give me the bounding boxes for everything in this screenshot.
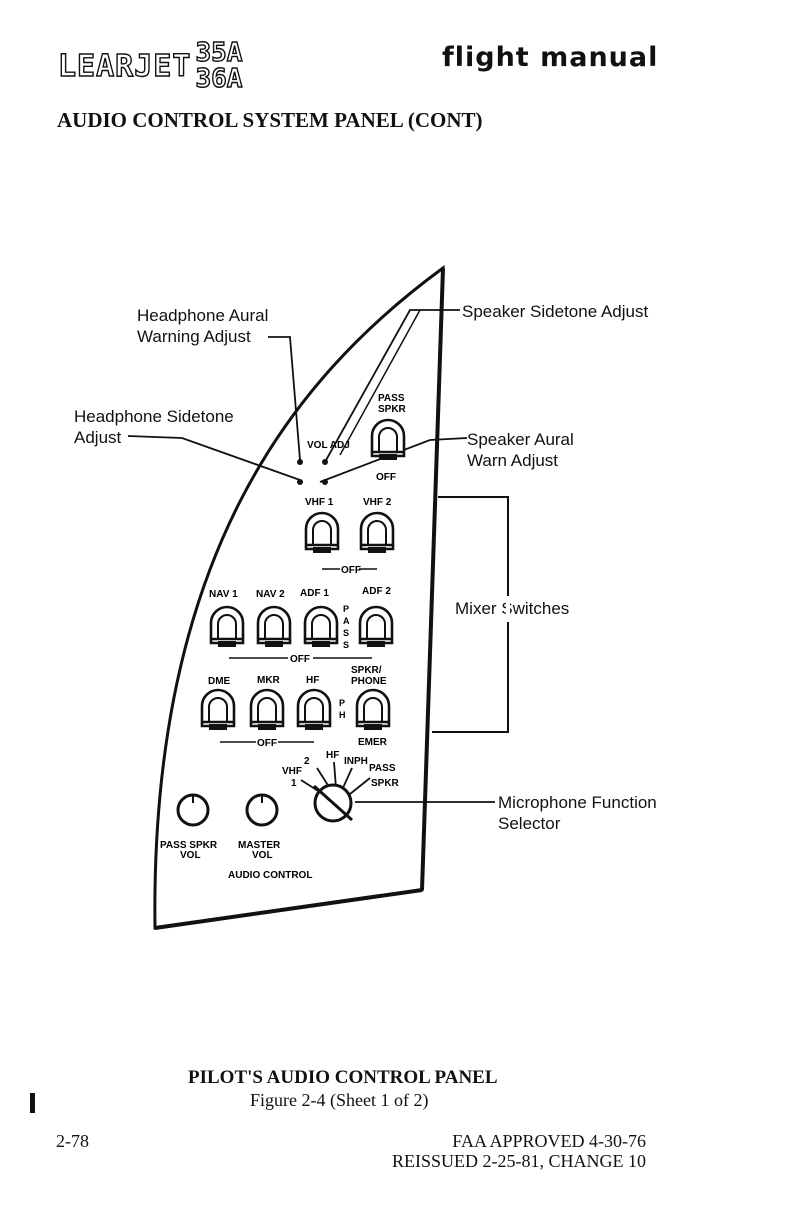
pass-vertical-a: A xyxy=(343,616,350,626)
callout-line: Speaker Aural xyxy=(467,430,574,449)
pass-spkr-toggle-switch[interactable] xyxy=(370,418,406,462)
hf-label: HF xyxy=(306,675,319,686)
selector-pass-label: PASS xyxy=(369,763,396,774)
approval-notice: FAA APPROVED 4-30-76 REISSUED 2-25-81, C… xyxy=(392,1131,646,1171)
adf-1-toggle[interactable] xyxy=(303,605,339,649)
selector-spkr-label: SPKR xyxy=(371,778,400,789)
selector-2-label: 2 xyxy=(304,756,310,767)
master-vol-label-line2: VOL xyxy=(252,850,273,861)
approval-line: REISSUED 2-25-81, CHANGE 10 xyxy=(392,1151,646,1171)
spkr-phone-line1: SPKR/ xyxy=(351,665,382,676)
callout-line: Selector xyxy=(498,814,561,833)
logo-models: 35A 36A xyxy=(195,38,243,94)
hf-toggle[interactable] xyxy=(296,688,332,732)
pass-spkr-top-line1: PASS xyxy=(378,393,405,404)
adf-2-toggle[interactable] xyxy=(358,605,394,649)
off-row2-label: OFF xyxy=(290,654,310,665)
spkr-phone-toggle[interactable] xyxy=(355,688,391,732)
off-label: OFF xyxy=(376,472,396,483)
adf-2-label: ADF 2 xyxy=(362,586,391,597)
leader-speaker-sidetone xyxy=(324,309,460,463)
audio-control-label: AUDIO CONTROL xyxy=(228,870,312,881)
figure-number: Figure 2-4 (Sheet 1 of 2) xyxy=(250,1090,429,1110)
pass-spkr-knob-label-line1: PASS SPKR xyxy=(160,840,218,851)
selector-vhf-label: VHF xyxy=(282,766,302,777)
mkr-label: MKR xyxy=(257,675,281,686)
callout-line: Headphone Aural xyxy=(137,306,269,325)
vhf-2-label: VHF 2 xyxy=(363,497,392,508)
pass-vertical-s1: S xyxy=(343,628,349,638)
learjet-logo: LEARJET 35A 36A xyxy=(57,38,243,94)
selector-inph-label: INPH xyxy=(344,756,368,767)
selector-1-label: 1 xyxy=(291,778,297,789)
change-bar xyxy=(30,1093,35,1113)
logo-word: LEARJET xyxy=(57,48,192,84)
callout-line: Warning Adjust xyxy=(137,327,251,346)
logo-model-36a: 36A xyxy=(195,64,243,94)
selector-hf-label: HF xyxy=(326,750,339,761)
speaker-sidetone-callout: Speaker Sidetone Adjust xyxy=(462,302,649,321)
off-dash-label: OFF xyxy=(341,565,361,576)
headphone-sidetone-callout: Headphone Sidetone Adjust xyxy=(74,406,234,448)
figure-title: PILOT'S AUDIO CONTROL PANEL xyxy=(188,1067,498,1088)
pass-spkr-top-line2: SPKR xyxy=(378,404,407,415)
headphone-aural-callout: Headphone Aural Warning Adjust xyxy=(137,305,268,347)
mkr-toggle[interactable] xyxy=(249,688,285,732)
leader-headphone-sidetone xyxy=(127,435,301,481)
nav-1-label: NAV 1 xyxy=(209,589,238,600)
leader-speaker-sidetone-2 xyxy=(339,309,421,456)
nav-2-label: NAV 2 xyxy=(256,589,285,600)
callout-line: Adjust xyxy=(74,428,122,447)
logo-model-35a: 35A xyxy=(195,38,243,68)
adf-1-label: ADF 1 xyxy=(300,588,329,599)
leader-speaker-aural xyxy=(319,437,468,483)
page-number: 2-78 xyxy=(56,1131,89,1151)
approval-line: FAA APPROVED 4-30-76 xyxy=(452,1131,646,1151)
emer-label: EMER xyxy=(358,737,388,748)
microphone-selector-callout: Microphone Function Selector xyxy=(498,792,657,834)
callout-line: Warn Adjust xyxy=(467,451,559,470)
callout-line: Microphone Function xyxy=(498,793,657,812)
pass-spkr-knob-label-line2: VOL xyxy=(180,850,201,861)
section-heading: AUDIO CONTROL SYSTEM PANEL (CONT) xyxy=(57,108,483,132)
leader-headphone-aural xyxy=(268,336,301,461)
panel-outline xyxy=(153,264,445,930)
manual-title: flight manual xyxy=(442,42,659,73)
microphone-function-selector-knob[interactable] xyxy=(312,783,354,823)
nav-1-toggle[interactable] xyxy=(209,605,245,649)
dme-label: DME xyxy=(208,676,231,687)
off-row3-label: OFF xyxy=(257,738,277,749)
pass-spkr-vol-knob[interactable] xyxy=(176,793,210,827)
pass-vertical-s2: S xyxy=(343,640,349,650)
pass-vertical-p: P xyxy=(343,604,349,614)
mixer-bracket xyxy=(432,496,509,733)
ph-vertical-h: H xyxy=(339,710,346,720)
master-vol-label-line1: MASTER xyxy=(238,840,281,851)
mixer-switches-callout: Mixer Switches xyxy=(455,599,570,618)
vhf-1-label: VHF 1 xyxy=(305,497,334,508)
dme-toggle[interactable] xyxy=(200,688,236,732)
vhf-1-toggle[interactable] xyxy=(304,511,340,555)
speaker-aural-callout: Speaker Aural Warn Adjust xyxy=(467,429,574,471)
vol-adj-label: VOL ADJ xyxy=(307,440,350,451)
callout-line: Headphone Sidetone xyxy=(74,407,234,426)
master-vol-knob[interactable] xyxy=(245,793,279,827)
vhf-2-toggle[interactable] xyxy=(359,511,395,555)
nav-2-toggle[interactable] xyxy=(256,605,292,649)
spkr-phone-line2: PHONE xyxy=(351,676,387,687)
ph-vertical-p: P xyxy=(339,698,345,708)
